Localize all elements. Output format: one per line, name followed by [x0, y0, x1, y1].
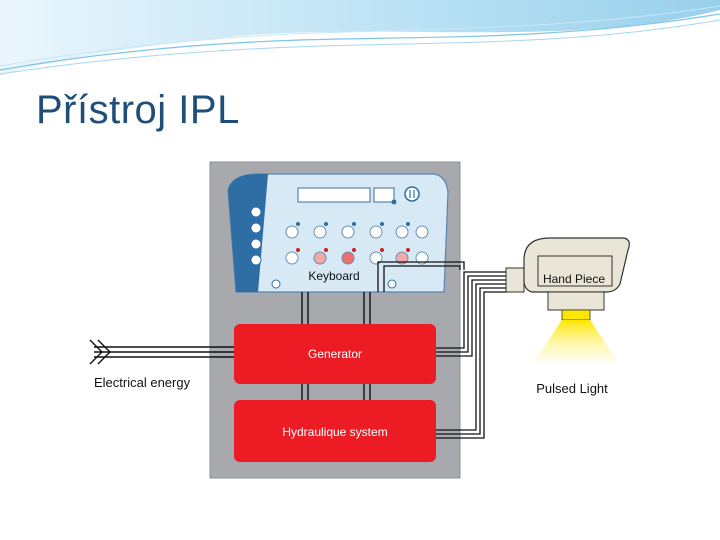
internal-wiring — [301, 292, 371, 400]
hand-piece-label: Hand Piece — [543, 272, 605, 286]
hydraulic-module — [234, 400, 436, 462]
pulsed-light-label: Pulsed Light — [536, 381, 608, 396]
keyboard-label: Keyboard — [308, 269, 359, 283]
electrical-energy-label: Electrical energy — [94, 375, 191, 390]
hydraulic-label: Hydraulique system — [282, 425, 387, 439]
ipl-device-diagram: Keyboard Generator Hydraulique system El… — [72, 152, 648, 500]
header-wave-decoration — [0, 0, 720, 76]
hand-piece — [505, 237, 630, 321]
generator-module — [234, 324, 436, 384]
generator-label: Generator — [308, 347, 362, 361]
pulsed-light-beam — [534, 320, 618, 362]
electrical-input-lines — [89, 339, 234, 365]
handpiece-cable — [377, 261, 508, 439]
slide-title: Přístroj IPL — [36, 88, 240, 132]
